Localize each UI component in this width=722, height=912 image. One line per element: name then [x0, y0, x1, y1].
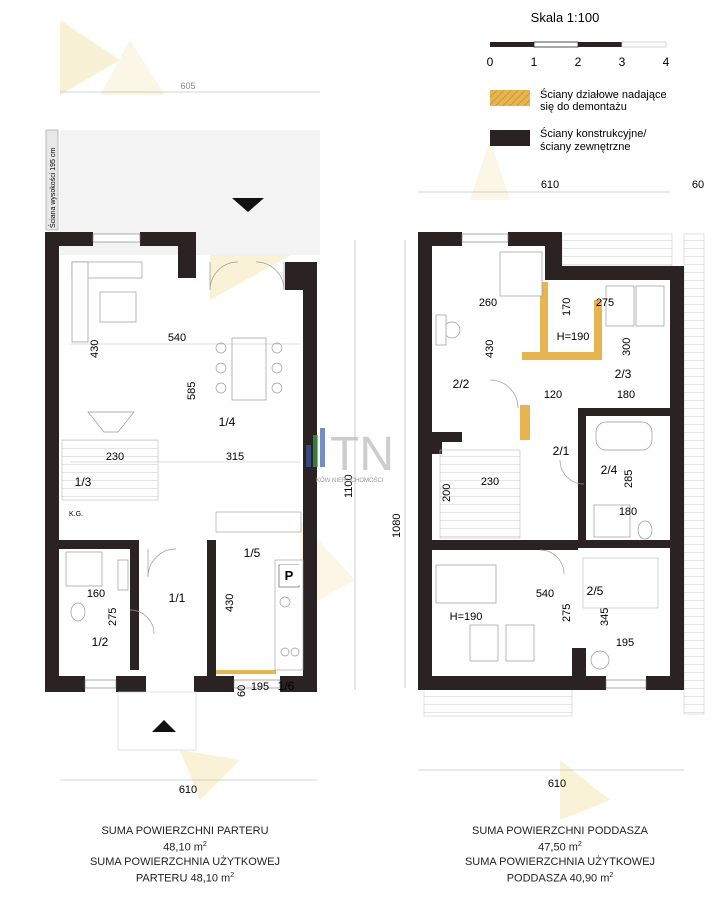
scale-tick-2: 2: [575, 55, 582, 69]
room-2-5: 2/5: [587, 584, 604, 598]
scale-tick-0: 0: [487, 55, 494, 69]
dim-540: 540: [168, 332, 186, 344]
legend: Ściany działowe nadające się do demontaż…: [490, 88, 667, 153]
label-parking: P: [285, 568, 294, 583]
legend-label-structural-1: Ściany konstrukcyjne/: [540, 127, 647, 140]
room-1-3: 1/3: [75, 475, 92, 489]
room-1-5: 1/5: [244, 546, 261, 560]
room-1-1: 1/1: [169, 591, 186, 605]
dim-top-width: 605: [180, 81, 195, 91]
watermark-letters: TN: [330, 428, 394, 481]
watermark-tagline: KÓW NIERUCHOMOŚCI: [316, 476, 384, 484]
scale-tick-3: 3: [619, 55, 626, 69]
attic-floor-plan: 610 60: [391, 179, 705, 790]
ground-summary-line3: SUMA POWIERZCHNIA UŻYTKOWEJ: [89, 855, 281, 868]
dim-attic-h190-b: H=190: [450, 611, 483, 623]
dim-attic-260: 260: [479, 297, 497, 309]
label-kg: K.G.: [69, 511, 83, 518]
dim-attic-300: 300: [621, 338, 633, 356]
ground-floor-summary: SUMA POWIERZCHNI PARTERU 48,10 m2 SUMA P…: [60, 824, 310, 885]
dim-attic-345: 345: [599, 608, 611, 626]
attic-floor-summary: SUMA POWIERZCHNI PODDASZA 47,50 m2 SUMA …: [440, 824, 680, 885]
room-1-2: 1/2: [92, 635, 109, 649]
dim-bottom-width: 610: [179, 784, 197, 796]
dim-430-living: 430: [89, 340, 101, 358]
attic-summary-line4: PODDASZA 40,90 m2: [506, 871, 614, 885]
dim-attic-275-mid: 275: [561, 604, 573, 622]
dim-60: 60: [236, 685, 248, 697]
room-2-4: 2/4: [601, 463, 618, 477]
side-wall-195: [45, 129, 59, 231]
dim-attic-180-a: 180: [617, 389, 635, 401]
scale-title: Skala 1:100: [531, 10, 600, 25]
attic-summary-line1: SUMA POWIERZCHNI PODDASZA: [471, 825, 649, 837]
dim-attic-430: 430: [484, 340, 496, 358]
dim-attic-170: 170: [561, 298, 573, 316]
attic-summary-line2: 47,50 m2: [538, 841, 582, 854]
scale-tick-1: 1: [531, 55, 538, 69]
dim-attic-top-width: 610: [541, 179, 559, 191]
entrance-step-arrow-icon: [152, 720, 176, 732]
legend-label-demolition-1: Ściany działowe nadające: [540, 88, 667, 101]
ground-summary-line1: SUMA POWIERZCHNI PARTERU: [101, 825, 269, 837]
dim-attic-540: 540: [536, 588, 554, 600]
dim-attic-1080: 1080: [391, 514, 403, 538]
legend-label-demolition-2: się do demontażu: [540, 101, 627, 113]
dim-attic-195: 195: [616, 637, 634, 649]
legend-swatch-structural: [490, 130, 530, 146]
dim-attic-120: 120: [544, 389, 562, 401]
attic-summary-line3: SUMA POWIERZCHNIA UŻYTKOWEJ: [464, 855, 656, 868]
dim-230: 230: [106, 451, 124, 463]
entrance-arrow-icon: [232, 198, 264, 212]
dim-430-kitchen: 430: [224, 594, 236, 612]
ground-floor-plan: Ściana wysokości 195 cm 605: [45, 81, 356, 796]
legend-swatch-demolition: [490, 90, 530, 106]
room-1-4: 1/4: [219, 415, 236, 429]
room-1-6: 1/6: [278, 679, 295, 693]
room-2-1: 2/1: [553, 444, 570, 458]
dim-attic-bottom-width: 610: [548, 778, 566, 790]
dim-195: 195: [251, 681, 269, 693]
dim-attic-230: 230: [481, 476, 499, 488]
dim-1100: 1100: [343, 474, 355, 498]
side-wall-note: Ściana wysokości 195 cm: [48, 148, 57, 228]
room-2-2: 2/2: [453, 377, 470, 391]
dim-attic-285: 285: [623, 470, 635, 488]
scale-tick-4: 4: [663, 55, 670, 69]
dim-attic-top-extra: 60: [692, 179, 704, 191]
dim-attic-h190-a: H=190: [557, 331, 590, 343]
scale-bar: Skala 1:100 0 1 2 3 4: [487, 10, 670, 69]
dim-attic-180-b: 180: [619, 506, 637, 518]
dim-315: 315: [226, 451, 244, 463]
dim-attic-275-top: 275: [596, 297, 614, 309]
dim-585: 585: [186, 382, 198, 400]
room-2-3: 2/3: [615, 367, 632, 381]
dim-160: 160: [87, 588, 105, 600]
dim-attic-200: 200: [441, 484, 453, 502]
legend-label-structural-2: ściany zewnętrzne: [540, 141, 631, 153]
dim-275-bath: 275: [107, 608, 119, 626]
ground-summary-line4: PARTERU 48,10 m2: [135, 871, 235, 885]
ground-summary-line2: 48,10 m2: [163, 841, 207, 854]
watermark-logo: TN KÓW NIERUCHOMOŚCI: [306, 428, 394, 484]
